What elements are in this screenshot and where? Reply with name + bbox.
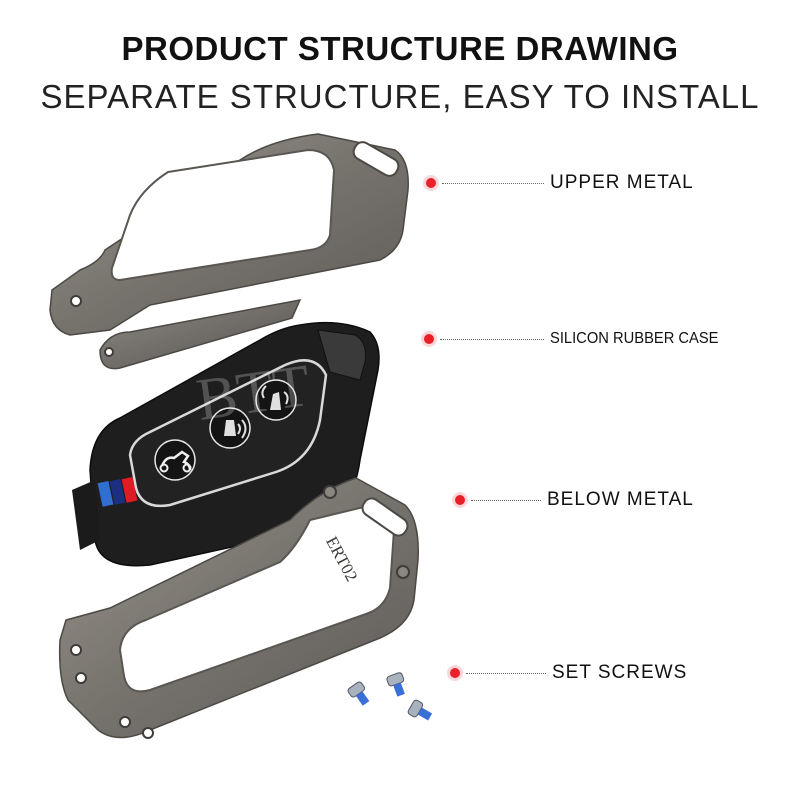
- marker-dot: [450, 668, 460, 678]
- set-screws: [347, 672, 433, 721]
- callout-below-metal: BELOW METAL: [455, 489, 694, 510]
- callout-set-screws: SET SCREWS: [450, 662, 688, 683]
- callout-silicon-rubber-case: SILICON RUBBER CASE: [424, 329, 733, 349]
- leader-line: [466, 672, 546, 674]
- leader-line: [442, 182, 544, 184]
- lower-metal-shell: ERT02: [58, 477, 419, 739]
- part-label-below-metal: BELOW METAL: [547, 489, 694, 510]
- callout-upper-metal: UPPER METAL: [426, 172, 694, 193]
- upper-metal-shell: [49, 133, 409, 370]
- tricolor-stripe: [97, 477, 138, 507]
- alarm-icon: [255, 379, 297, 421]
- marker-dot: [426, 178, 436, 188]
- page-subtitle: SEPARATE STRUCTURE, EASY TO INSTALL: [40, 78, 760, 115]
- watermark-text: BTT: [193, 352, 314, 433]
- leader-line: [471, 499, 541, 501]
- marker-dot: [424, 334, 434, 344]
- part-label-set-screws: SET SCREWS: [552, 662, 688, 683]
- part-label-upper-metal: UPPER METAL: [550, 172, 694, 193]
- part-label-silicon-rubber-case: SILICON RUBBER CASE: [550, 330, 719, 347]
- trunk-open-icon: [209, 407, 251, 449]
- page-title: PRODUCT STRUCTURE DRAWING: [121, 30, 679, 67]
- marker-dot: [455, 495, 465, 505]
- leader-line: [440, 338, 544, 340]
- motorcycle-icon: [154, 439, 196, 481]
